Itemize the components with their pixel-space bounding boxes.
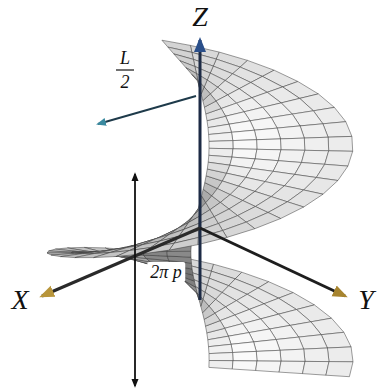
surface-patch — [256, 361, 281, 372]
pitch-dimension-arrow — [134, 174, 136, 386]
axis-label: X — [11, 286, 28, 314]
surface-patch — [277, 126, 304, 139]
surface-patch — [231, 342, 256, 353]
surface-patch — [209, 132, 233, 141]
surface-patch — [209, 361, 233, 370]
surface-patch — [254, 128, 280, 140]
surface-patch — [167, 251, 191, 257]
surface-patch — [233, 140, 257, 150]
surface-patch — [232, 130, 257, 140]
surface-patch — [209, 353, 233, 361]
surface-patch — [279, 361, 305, 373]
dimension-label: 2 — [121, 73, 130, 91]
surface-patch — [256, 350, 281, 361]
surface-patch — [304, 137, 328, 151]
surface-patch — [328, 136, 353, 151]
surface-patch — [303, 361, 330, 375]
surface-patch — [327, 347, 353, 362]
surface-patch — [207, 162, 230, 173]
surface-patch — [302, 150, 329, 164]
z-axis — [199, 40, 202, 300]
surface-patch — [180, 61, 197, 74]
surface-patch — [209, 344, 233, 353]
surface-patch — [257, 139, 281, 150]
surface-patch — [209, 141, 233, 149]
axis-label: Y — [358, 286, 374, 314]
surface-patch — [276, 337, 304, 350]
surface-patch — [278, 150, 304, 163]
helicoid-surface — [47, 40, 353, 377]
y-axis — [200, 228, 345, 296]
dimension-label: 2π p — [147, 262, 185, 282]
surface-patch — [281, 138, 305, 150]
surface-patch — [232, 361, 257, 371]
surface-patch — [280, 349, 305, 361]
x-axis — [42, 228, 200, 296]
surface-patch — [254, 340, 280, 352]
half-length-arrow — [98, 96, 196, 124]
axis-label: Z — [192, 3, 208, 31]
surface-patch — [326, 362, 353, 377]
surface-patch — [233, 351, 257, 361]
surface-patch — [300, 124, 328, 138]
surface-patch — [325, 151, 353, 166]
surface-patch — [304, 348, 329, 362]
dimension-label: L — [120, 49, 130, 67]
surface-patch — [223, 222, 255, 237]
surface-patch — [192, 74, 200, 87]
fraction-bar — [116, 69, 134, 70]
